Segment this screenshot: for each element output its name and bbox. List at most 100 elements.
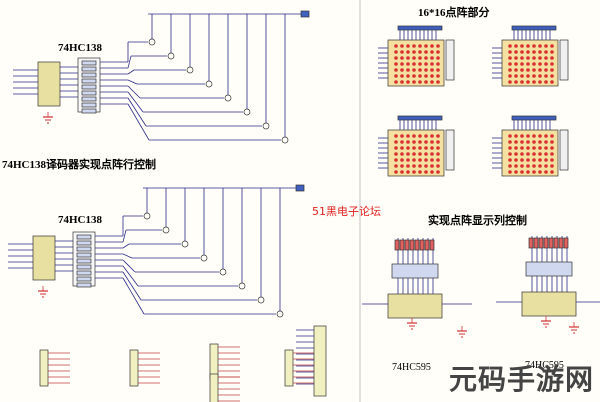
matrix-br-led: [526, 134, 530, 138]
column-control-title: 实现点阵显示列控制: [428, 215, 527, 227]
matrix-br-led: [550, 158, 554, 162]
matrix-br-led: [538, 134, 542, 138]
pin-header-large: [313, 325, 327, 397]
shift-left-resistor: [399, 239, 405, 251]
matrix-tl-led: [412, 80, 416, 84]
matrix-br-led: [532, 140, 536, 144]
matrix-tl-led: [418, 50, 422, 54]
matrix-br-led: [520, 170, 524, 174]
shift-right-resistor: [553, 237, 559, 249]
matrix-bl-led: [424, 140, 428, 144]
decoder-bottom-fanout-wire: [122, 271, 142, 301]
matrix-tl-led: [418, 80, 422, 84]
matrix-tl-led: [430, 62, 434, 66]
matrix-bl-led: [418, 158, 422, 162]
matrix-bl-led: [394, 134, 398, 138]
matrix-bl-led: [418, 152, 422, 156]
matrix-tr-header: [511, 25, 557, 31]
decoder-top-fanout-wire: [127, 85, 141, 99]
matrix-br-led: [526, 158, 530, 162]
decoder-top-resistor: [81, 66, 97, 72]
pin-header: [129, 349, 139, 387]
matrix-tl-led: [436, 80, 440, 84]
matrix-tl-led: [424, 44, 428, 48]
matrix-br-led: [538, 158, 542, 162]
watermark-logo: 元码手游网: [448, 363, 594, 396]
matrix-tr-led: [550, 74, 554, 78]
decoder-bottom-fanout-wire: [122, 253, 133, 259]
matrix-tr-led: [544, 56, 548, 60]
shift-right-resistor: [538, 237, 544, 249]
matrix-tr-led: [508, 68, 512, 72]
matrix-br-led: [544, 158, 548, 162]
shift-register-left-label: 74HC595: [392, 362, 431, 373]
matrix-tr-led: [538, 50, 542, 54]
matrix-br-led: [538, 140, 542, 144]
matrix-tr-led: [550, 44, 554, 48]
decoder-top-chip: [37, 61, 61, 107]
matrix-br-led: [538, 152, 542, 156]
pin-header: [209, 373, 219, 402]
matrix-bl-led: [436, 140, 440, 144]
matrix-br-led: [526, 146, 530, 150]
matrix-br-led: [544, 140, 548, 144]
matrix-tr-led: [538, 80, 542, 84]
matrix-tr-led: [550, 68, 554, 72]
shift-left-resistor: [419, 239, 425, 251]
matrix-tl-led: [430, 80, 434, 84]
matrix-bl-led: [400, 158, 404, 162]
decoder-bottom-transistor: [219, 268, 227, 276]
matrix-br-led: [532, 134, 536, 138]
shift-right-resistor: [563, 237, 569, 249]
matrix-br-led: [520, 158, 524, 162]
matrix-bl-led: [406, 152, 410, 156]
matrix-tl-led: [424, 50, 428, 54]
matrix-tr-led: [538, 62, 542, 66]
matrix-tl-led: [394, 68, 398, 72]
matrix-tl-led: [394, 74, 398, 78]
matrix-tl-led: [430, 74, 434, 78]
matrix-tr-led: [514, 80, 518, 84]
matrix-bl-led: [430, 152, 434, 156]
matrix-tl-led: [418, 62, 422, 66]
shift-left-resistor: [409, 239, 415, 251]
matrix-br-led: [526, 170, 530, 174]
decoder-top-resistor: [81, 72, 97, 78]
shift-left-resistor: [404, 239, 410, 251]
shift-left-resistor: [429, 239, 435, 251]
decoder-top-transistor: [205, 80, 213, 88]
decoder-bottom-resistor: [76, 240, 92, 246]
matrix-tr-led: [526, 50, 530, 54]
matrix-bl-led: [412, 164, 416, 168]
matrix-bl-led: [394, 164, 398, 168]
matrix-bl-led: [436, 158, 440, 162]
matrix-tl-led: [406, 56, 410, 60]
matrix-br-led: [514, 134, 518, 138]
matrix-tr-led: [514, 56, 518, 60]
matrix-tr-led: [514, 74, 518, 78]
decoder-top-resistor: [81, 78, 97, 84]
matrix-br-led: [508, 146, 512, 150]
shift-right-resistor: [528, 237, 534, 249]
matrix-tl-led: [406, 50, 410, 54]
matrix-bl-led: [418, 170, 422, 174]
matrix-tl-led: [400, 68, 404, 72]
matrix-tl-led: [436, 44, 440, 48]
matrix-br-led: [520, 134, 524, 138]
decoder-top-resistor: [81, 60, 97, 66]
matrix-tl-led: [400, 50, 404, 54]
matrix-bl-led: [430, 140, 434, 144]
decoder-bottom-resistor: [76, 234, 92, 240]
matrix-br-led: [520, 164, 524, 168]
matrix-tr-led: [544, 50, 548, 54]
matrix-tl-led: [412, 68, 416, 72]
decoder-bottom-fanout-wire: [122, 259, 136, 273]
matrix-tl-led: [436, 68, 440, 72]
matrix-tr-led: [520, 62, 524, 66]
matrix-bl-led: [418, 140, 422, 144]
matrix-tr-led: [514, 62, 518, 66]
matrix-br-led: [514, 146, 518, 150]
matrix-tl-led: [406, 68, 410, 72]
decoder-top-fanout-wire: [127, 97, 147, 127]
